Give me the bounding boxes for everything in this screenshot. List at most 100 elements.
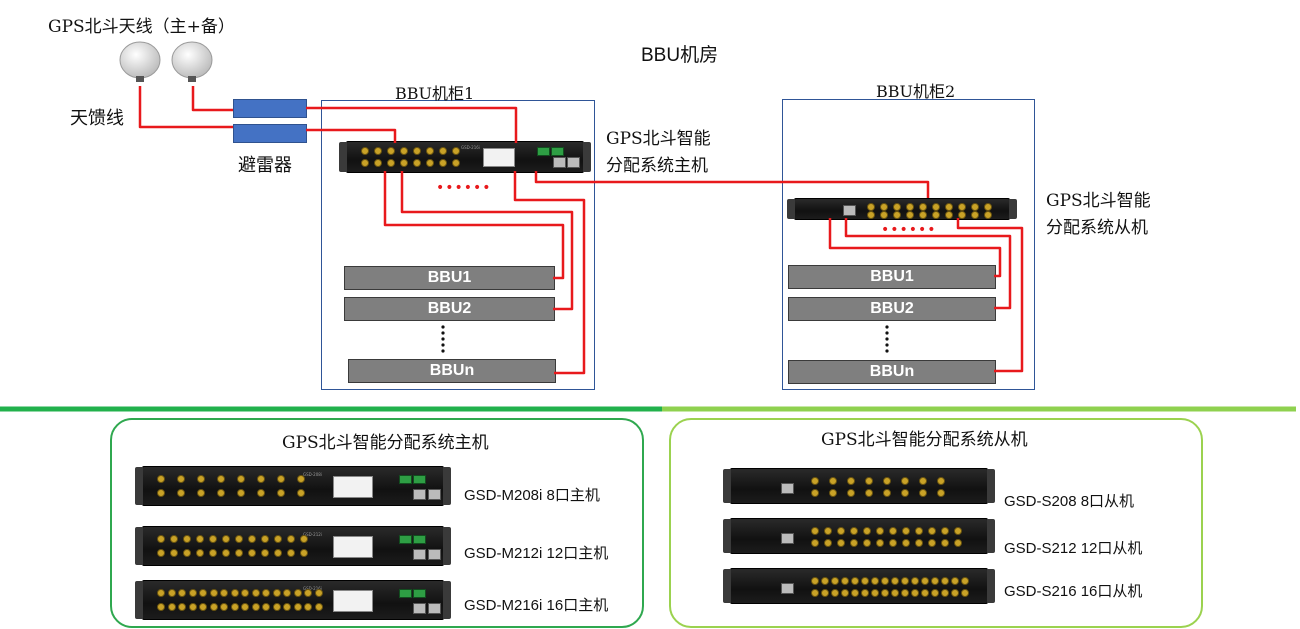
coax-port-icon — [937, 489, 945, 497]
coax-port-icon — [880, 203, 888, 211]
coax-port-icon — [374, 147, 382, 155]
coax-port-icon — [277, 475, 285, 483]
coax-port-icon — [919, 211, 927, 219]
coax-port-icon — [971, 203, 979, 211]
coax-port-icon — [865, 489, 873, 497]
coax-port-icon — [954, 527, 962, 535]
coax-port-icon — [880, 211, 888, 219]
coax-port-icon — [901, 589, 909, 597]
coax-port-icon — [251, 603, 260, 611]
coax-port-icon — [865, 477, 873, 485]
coax-port-icon — [919, 489, 927, 497]
coax-port-icon — [167, 603, 176, 611]
coax-port-icon — [188, 603, 197, 611]
coax-port-icon — [196, 535, 204, 543]
coax-port-icon — [293, 603, 302, 611]
coax-port-icon — [426, 147, 434, 155]
coax-port-icon — [251, 589, 260, 597]
coax-port-icon — [876, 527, 884, 535]
coax-port-icon — [919, 203, 927, 211]
coax-port-icon — [157, 589, 165, 597]
coax-port-icon — [400, 159, 408, 167]
coax-port-icon — [248, 535, 256, 543]
coax-port-icon — [863, 539, 871, 547]
coax-port-icon — [272, 603, 281, 611]
coax-port-icon — [906, 203, 914, 211]
coax-port-icon — [177, 475, 185, 483]
coax-port-icon — [197, 489, 205, 497]
coax-port-icon — [196, 549, 204, 557]
coax-port-icon — [452, 147, 460, 155]
coax-port-icon — [272, 589, 281, 597]
host-device-m208i: GSD-208i — [135, 466, 451, 506]
coax-port-icon — [811, 539, 819, 547]
coax-port-icon — [871, 589, 879, 597]
coax-port-icon — [889, 527, 897, 535]
coax-port-icon — [183, 535, 191, 543]
coax-port-icon — [283, 589, 291, 597]
slave-device-s216 — [723, 568, 995, 604]
coax-port-icon — [958, 203, 966, 211]
coax-port-icon — [911, 577, 919, 585]
coax-port-icon — [426, 159, 434, 167]
coax-port-icon — [901, 477, 909, 485]
coax-port-icon — [235, 549, 243, 557]
coax-port-icon — [941, 577, 949, 585]
coax-port-icon — [883, 477, 891, 485]
coax-port-icon — [850, 539, 858, 547]
host-model-m212i: GSD-M212i 12口主机 — [464, 545, 609, 562]
coax-port-icon — [157, 475, 165, 483]
coax-port-icon — [170, 535, 178, 543]
coax-port-icon — [863, 527, 871, 535]
coax-port-icon — [209, 589, 218, 597]
feeder-label: 天馈线 — [70, 108, 124, 129]
coax-port-icon — [821, 589, 829, 597]
coax-port-icon — [945, 211, 953, 219]
coax-port-icon — [919, 477, 927, 485]
coax-port-icon — [901, 489, 909, 497]
cabinet1-port-dots: •••••• — [436, 180, 492, 196]
coax-port-icon — [262, 603, 270, 611]
host-model-m208i: GSD-M208i 8口主机 — [464, 487, 600, 504]
coax-port-icon — [915, 539, 923, 547]
coax-port-icon — [304, 603, 312, 611]
coax-port-icon — [951, 577, 959, 585]
cab1-bbun: BBUn — [348, 359, 556, 383]
coax-port-icon — [257, 475, 265, 483]
coax-port-icon — [931, 589, 939, 597]
host-device-m212i: GSD-212i — [135, 526, 451, 566]
coax-port-icon — [157, 535, 165, 543]
cabinet-2-frame — [782, 99, 1035, 390]
slave-panel — [669, 418, 1203, 628]
host-model-m216i: GSD-M216i 16口主机 — [464, 597, 609, 614]
coax-port-icon — [261, 535, 269, 543]
coax-port-icon — [387, 147, 395, 155]
coax-port-icon — [881, 589, 889, 597]
coax-port-icon — [314, 589, 323, 597]
coax-port-icon — [217, 489, 225, 497]
coax-port-icon — [961, 589, 969, 597]
cab1-bbu2: BBU2 — [344, 297, 555, 321]
arrester-label: 避雷器 — [238, 155, 292, 175]
coax-port-icon — [400, 147, 408, 155]
coax-port-icon — [262, 589, 270, 597]
coax-port-icon — [209, 535, 217, 543]
coax-port-icon — [829, 477, 837, 485]
coax-port-icon — [881, 577, 889, 585]
slave-panel-title: GPS北斗智能分配系统从机 — [821, 430, 1028, 450]
coax-port-icon — [177, 489, 185, 497]
coax-port-icon — [413, 159, 421, 167]
cab2-bbu2: BBU2 — [788, 297, 996, 321]
host-device-name-m216i: GSD-216i — [303, 586, 322, 591]
coax-port-icon — [951, 589, 959, 597]
coax-port-icon — [871, 577, 879, 585]
coax-port-icon — [287, 549, 295, 557]
coax-port-icon — [883, 489, 891, 497]
coax-port-icon — [958, 211, 966, 219]
gps-antenna-main-icon — [119, 41, 161, 82]
coax-port-icon — [257, 489, 265, 497]
coax-port-icon — [157, 603, 165, 611]
antenna-title: GPS北斗天线（主+备） — [48, 17, 235, 37]
coax-port-icon — [891, 577, 899, 585]
coax-port-icon — [901, 577, 909, 585]
